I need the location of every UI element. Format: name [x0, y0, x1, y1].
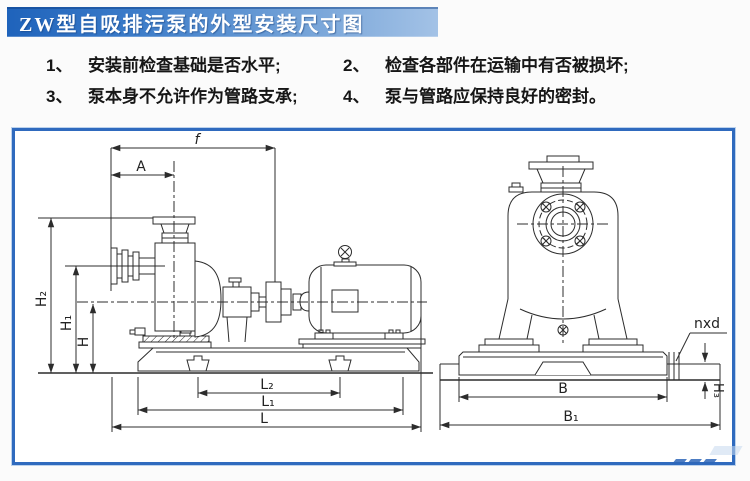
- note-1: 1、 安装前检查基础是否水平;: [46, 54, 343, 78]
- drawing-frame: f A H₂ H₁ H L₂: [12, 128, 735, 465]
- support-legs: [478, 298, 644, 353]
- note-3: 3、 泵本身不允许作为管路支承;: [46, 85, 343, 109]
- motor-nameplate: [331, 289, 359, 313]
- dimension-H: H: [76, 304, 97, 373]
- nxd-callout: nxd: [675, 316, 727, 362]
- note-text: 安装前检查基础是否水平;: [88, 56, 281, 75]
- dimension-A: A: [111, 159, 174, 179]
- baseplate: [137, 347, 420, 372]
- dimensions-front-view: nxd H₃ B B₁: [439, 316, 727, 430]
- dim-label-B: B: [558, 381, 568, 397]
- dim-label-f: f: [195, 132, 202, 148]
- discharge-flange-front: [528, 155, 594, 193]
- motor: [298, 245, 426, 349]
- dim-label-H2: H₂: [34, 291, 50, 307]
- watermark-smudge: [709, 446, 743, 455]
- dimensions-left-view: f A H₂ H₁ H L₂: [34, 132, 421, 431]
- dim-label-L1: L₁: [261, 394, 274, 410]
- bearing-and-coupling: [222, 277, 310, 343]
- note-2: 2、 检查各部件在运输中有否被损坏;: [343, 54, 716, 78]
- foot-lug: [328, 355, 352, 372]
- dimension-H1: H₁: [59, 266, 80, 373]
- center-lines-front: [517, 166, 609, 343]
- page-title: ZW型自吸排污泵的外型安装尺寸图: [19, 13, 365, 36]
- note-text: 检查各部件在运输中有否被损坏;: [385, 56, 629, 75]
- side-view: f A H₂ H₁ H L₂: [34, 132, 433, 432]
- installation-notes: 1、 安装前检查基础是否水平; 2、 检查各部件在运输中有否被损坏; 3、 泵本…: [46, 54, 716, 109]
- dim-label-B1: B₁: [563, 409, 578, 425]
- dimension-B1: B₁: [439, 380, 721, 430]
- eye-bolt: [333, 245, 357, 267]
- dim-label-nxd: nxd: [694, 316, 720, 332]
- note-4: 4、 泵与管路应保持良好的密封。: [343, 85, 716, 109]
- extension-lines: [38, 148, 422, 432]
- dim-label-H3: H₃: [710, 383, 725, 398]
- center-lines: [77, 161, 427, 338]
- dimension-L2: L₂: [198, 377, 340, 397]
- note-number: 1、: [46, 56, 73, 75]
- note-text: 泵本身不允许作为管路支承;: [88, 87, 298, 106]
- dim-label-H: H: [76, 337, 92, 348]
- bolt-holes: [540, 201, 586, 247]
- note-number: 4、: [343, 87, 370, 106]
- dimension-L1: L₁: [138, 394, 403, 414]
- dimension-L: L: [112, 411, 421, 431]
- dimension-H3: H₃: [701, 343, 725, 399]
- note-text: 泵与管路应保持良好的密封。: [385, 87, 606, 106]
- note-number: 3、: [46, 87, 73, 106]
- dimension-H2: H₂: [34, 218, 55, 373]
- note-number: 2、: [343, 56, 370, 75]
- dim-label-L: L: [260, 411, 268, 427]
- pump-body: [129, 242, 222, 338]
- baseplate-front: [458, 351, 668, 376]
- foundation-slab: [439, 363, 721, 381]
- technical-drawing: f A H₂ H₁ H L₂: [34, 132, 727, 432]
- title-bar: ZW型自吸排污泵的外型安装尺寸图: [7, 7, 438, 37]
- anchor-bolt: [668, 352, 680, 380]
- dim-label-H1: H₁: [59, 315, 75, 331]
- priming-plug: [228, 277, 242, 283]
- front-view: nxd H₃ B B₁: [439, 155, 727, 430]
- volute-casing: [194, 260, 222, 338]
- dimension-B: B: [458, 377, 668, 402]
- vent-plug: [508, 182, 524, 193]
- dimension-f: f: [111, 132, 275, 152]
- dim-label-L2: L₂: [260, 377, 273, 393]
- dim-label-A: A: [136, 159, 146, 175]
- foot-lug: [186, 355, 210, 372]
- hatched-pad: [142, 335, 210, 343]
- drain-plug: [129, 327, 146, 336]
